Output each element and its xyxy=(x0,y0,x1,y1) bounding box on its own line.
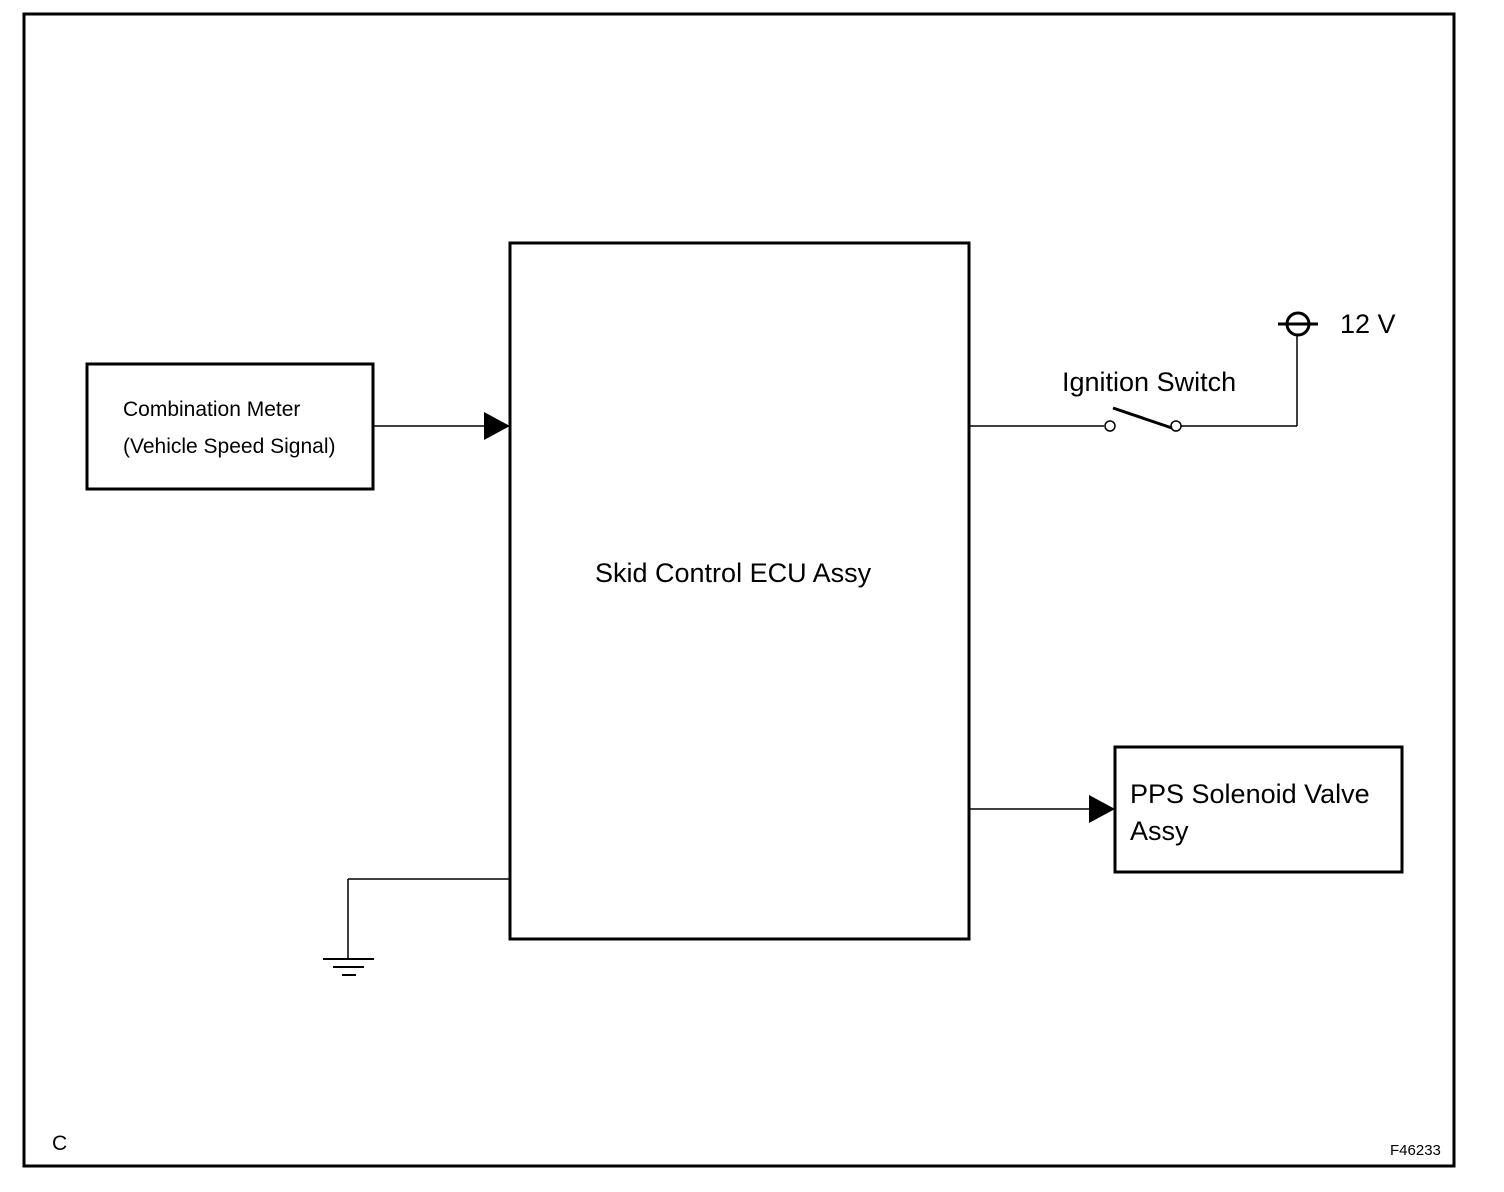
ground-icon xyxy=(323,958,374,976)
switch-contact-left xyxy=(1104,420,1116,432)
pps-output-arrow xyxy=(1089,795,1115,823)
pps-valve-box xyxy=(1113,745,1404,874)
vehicle-speed-signal-label: (Vehicle Speed Signal) xyxy=(123,435,336,458)
switch-contact-right xyxy=(1170,420,1182,432)
ignition-switch-label: Ignition Switch xyxy=(1062,367,1237,397)
speed-signal-arrow xyxy=(484,412,510,440)
outer-frame xyxy=(22,12,1456,1168)
ecu-label: Skid Control ECU Assy xyxy=(595,558,872,588)
pps-valve-label-line2: Assy xyxy=(1130,816,1189,846)
combination-meter-label: Combination Meter xyxy=(123,398,301,421)
corner-letter: C xyxy=(52,1132,68,1155)
supply-voltage-label: 12 V xyxy=(1340,309,1396,339)
ecu-box xyxy=(508,241,971,941)
figure-code: F46233 xyxy=(1390,1142,1441,1159)
combination-meter-box xyxy=(85,362,375,491)
switch-blade xyxy=(1112,406,1173,430)
pps-valve-label-line1: PPS Solenoid Valve xyxy=(1130,779,1370,809)
